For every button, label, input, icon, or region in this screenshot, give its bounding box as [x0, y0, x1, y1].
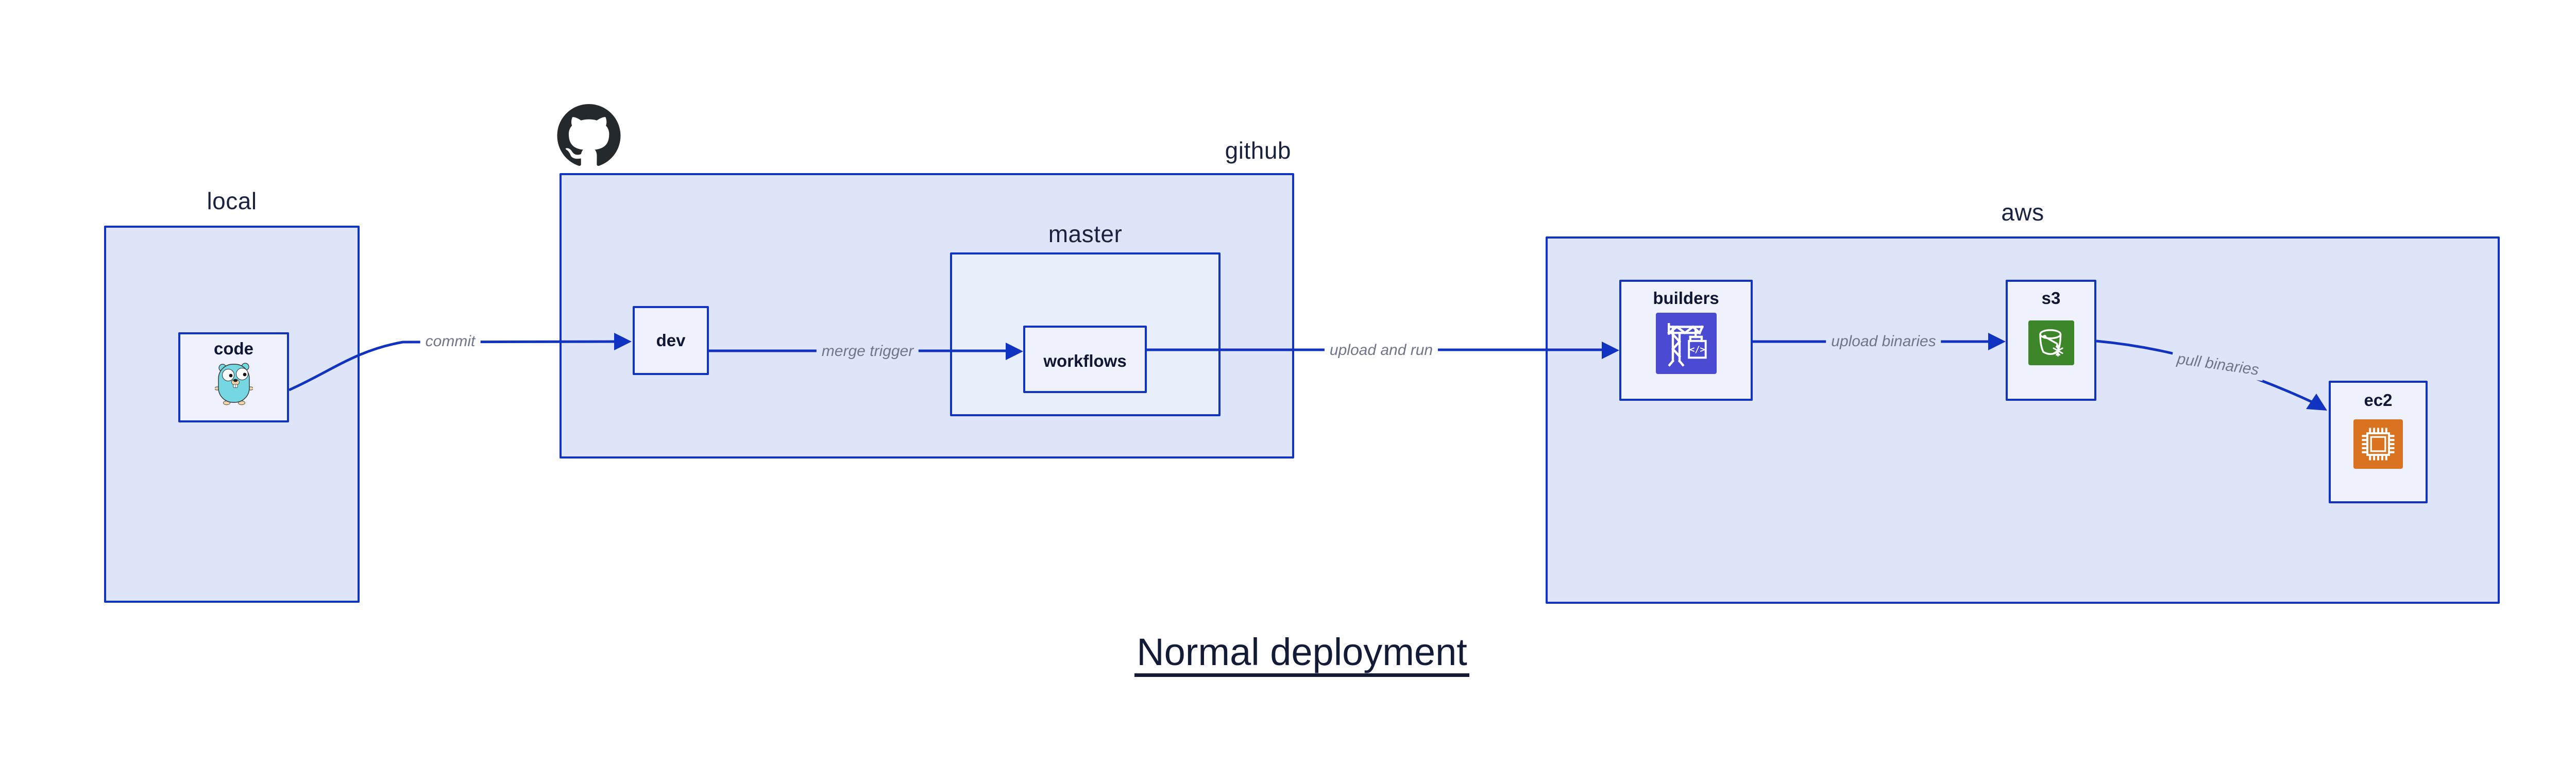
code-node-label: code — [213, 339, 254, 358]
builders-node-box: builders </> — [1619, 280, 1753, 401]
dev-node-box: dev — [633, 306, 709, 375]
upload-binaries-edge-label: upload binaries — [1826, 332, 1941, 351]
master-label: master — [1048, 220, 1123, 247]
ec2-node-label: ec2 — [2364, 390, 2393, 410]
workflows-node-box: workflows — [1023, 326, 1147, 393]
go-gopher-icon — [214, 363, 253, 405]
github-label: github — [1225, 137, 1291, 164]
local-label: local — [207, 188, 257, 214]
merge-trigger-edge-label: merge trigger — [816, 342, 919, 361]
diagram-title-row: Normal deployment — [0, 633, 2576, 677]
diagram-title: Normal deployment — [1134, 633, 1469, 677]
commit-edge-label: commit — [420, 332, 481, 351]
s3-node-label: s3 — [2041, 288, 2061, 308]
svg-text:</>: </> — [1689, 344, 1705, 354]
construction-crane-icon: </> — [1655, 313, 1717, 374]
builders-node-label: builders — [1653, 288, 1719, 308]
bucket-snowflake-icon — [2028, 320, 2074, 365]
dev-node-label: dev — [656, 331, 686, 350]
workflows-node-label: workflows — [1043, 351, 1127, 370]
aws-label: aws — [2001, 199, 2044, 226]
github-octocat-icon — [557, 104, 621, 166]
processor-chip-icon — [2353, 419, 2403, 469]
ec2-node-box: ec2 — [2329, 381, 2428, 503]
s3-node-box: s3 — [2006, 280, 2096, 401]
code-node-box: code — [178, 332, 289, 422]
upload-and-run-edge-label: upload and run — [1324, 341, 1438, 360]
